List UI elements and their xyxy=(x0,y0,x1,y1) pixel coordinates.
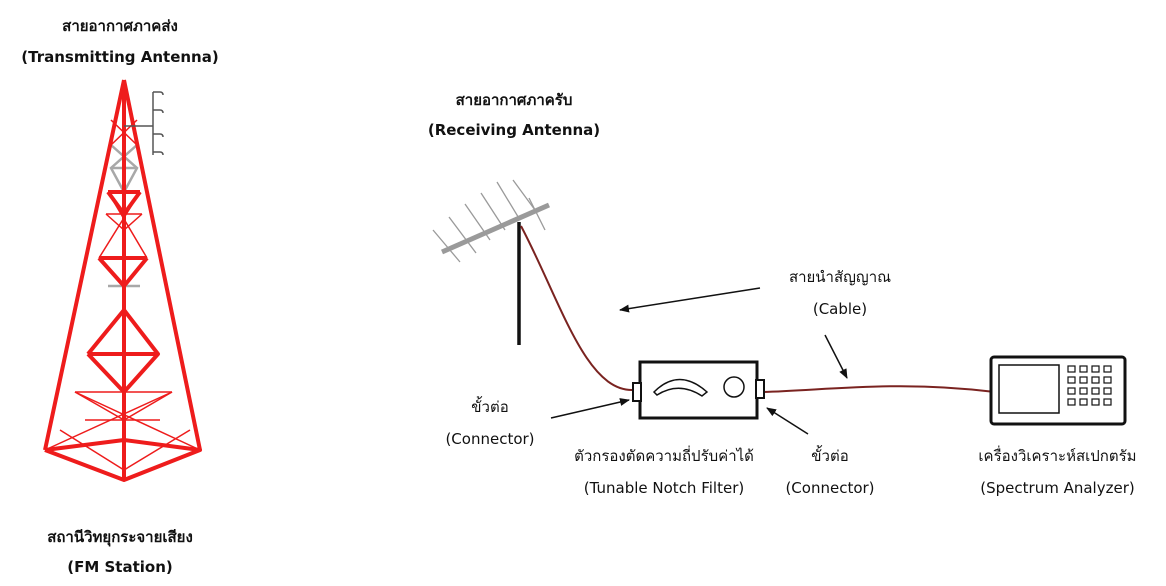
analyzer-key xyxy=(1091,376,1100,384)
cable-arrow-upper xyxy=(619,287,761,313)
analyzer-key xyxy=(1103,387,1112,395)
analyzer-key xyxy=(1079,365,1088,373)
notch-filter-device xyxy=(632,360,765,420)
analyzer-key xyxy=(1079,376,1088,384)
tuning-dial xyxy=(652,378,709,397)
rx-antenna-label-english: (Receiving Antenna) xyxy=(427,121,601,139)
yagi-boom xyxy=(440,202,551,255)
analyzer-key xyxy=(1067,365,1076,373)
connector-right-label-english: (Connector) xyxy=(785,479,875,497)
connector-left-label-english: (Connector) xyxy=(445,430,535,448)
tx-antenna-label-thai: สายอากาศภาคส่ง xyxy=(62,17,178,35)
analyzer-key xyxy=(1103,365,1112,373)
cable-filter-to-analyzer xyxy=(762,385,996,393)
filter-right-connector xyxy=(755,379,765,399)
analyzer-key xyxy=(1079,398,1088,406)
tx-antenna-label-english: (Transmitting Antenna) xyxy=(21,48,219,66)
fm-station-label-thai: สถานีวิทยุกระจายเสียง xyxy=(47,528,193,546)
connector-left-label-thai: ขั้วต่อ xyxy=(471,398,509,416)
analyzer-key xyxy=(1103,376,1112,384)
pointer-arrows xyxy=(550,287,848,435)
notch-filter-label-english: (Tunable Notch Filter) xyxy=(583,479,745,497)
fm-station-label-english: (FM Station) xyxy=(67,558,173,576)
receiving-antenna xyxy=(432,179,551,345)
spectrum-analyzer-label-thai: เครื่องวิเคราะห์สเปกตรัม xyxy=(978,447,1137,465)
analyzer-key xyxy=(1079,387,1088,395)
tower-frame xyxy=(43,79,202,482)
analyzer-key xyxy=(1091,387,1100,395)
analyzer-key xyxy=(1103,398,1112,406)
analyzer-keypad xyxy=(1067,365,1112,406)
connector-right-arrow xyxy=(766,407,809,435)
filter-left-connector xyxy=(632,382,642,402)
analyzer-screen xyxy=(998,364,1060,414)
spectrum-analyzer-device xyxy=(989,355,1127,426)
rx-antenna-label-thai: สายอากาศภาครับ xyxy=(455,91,573,109)
cable-arrow-lower xyxy=(824,334,848,379)
analyzer-key xyxy=(1091,398,1100,406)
tx-dipole-array xyxy=(124,91,164,156)
notch-filter-label-thai: ตัวกรองตัดความถี่ปรับค่าได้ xyxy=(574,447,754,465)
analyzer-key xyxy=(1067,376,1076,384)
tuning-knob xyxy=(723,376,745,398)
transmitting-tower xyxy=(43,79,202,482)
connector-left-arrow xyxy=(550,398,630,419)
analyzer-key xyxy=(1067,398,1076,406)
cable-antenna-to-filter xyxy=(520,225,633,391)
connector-right-label-thai: ขั้วต่อ xyxy=(811,447,849,465)
spectrum-analyzer-label-english: (Spectrum Analyzer) xyxy=(980,479,1135,497)
analyzer-key xyxy=(1067,387,1076,395)
cable-label-thai: สายนำสัญญาณ xyxy=(788,268,892,286)
analyzer-key xyxy=(1091,365,1100,373)
cable-label-english: (Cable) xyxy=(812,300,868,318)
